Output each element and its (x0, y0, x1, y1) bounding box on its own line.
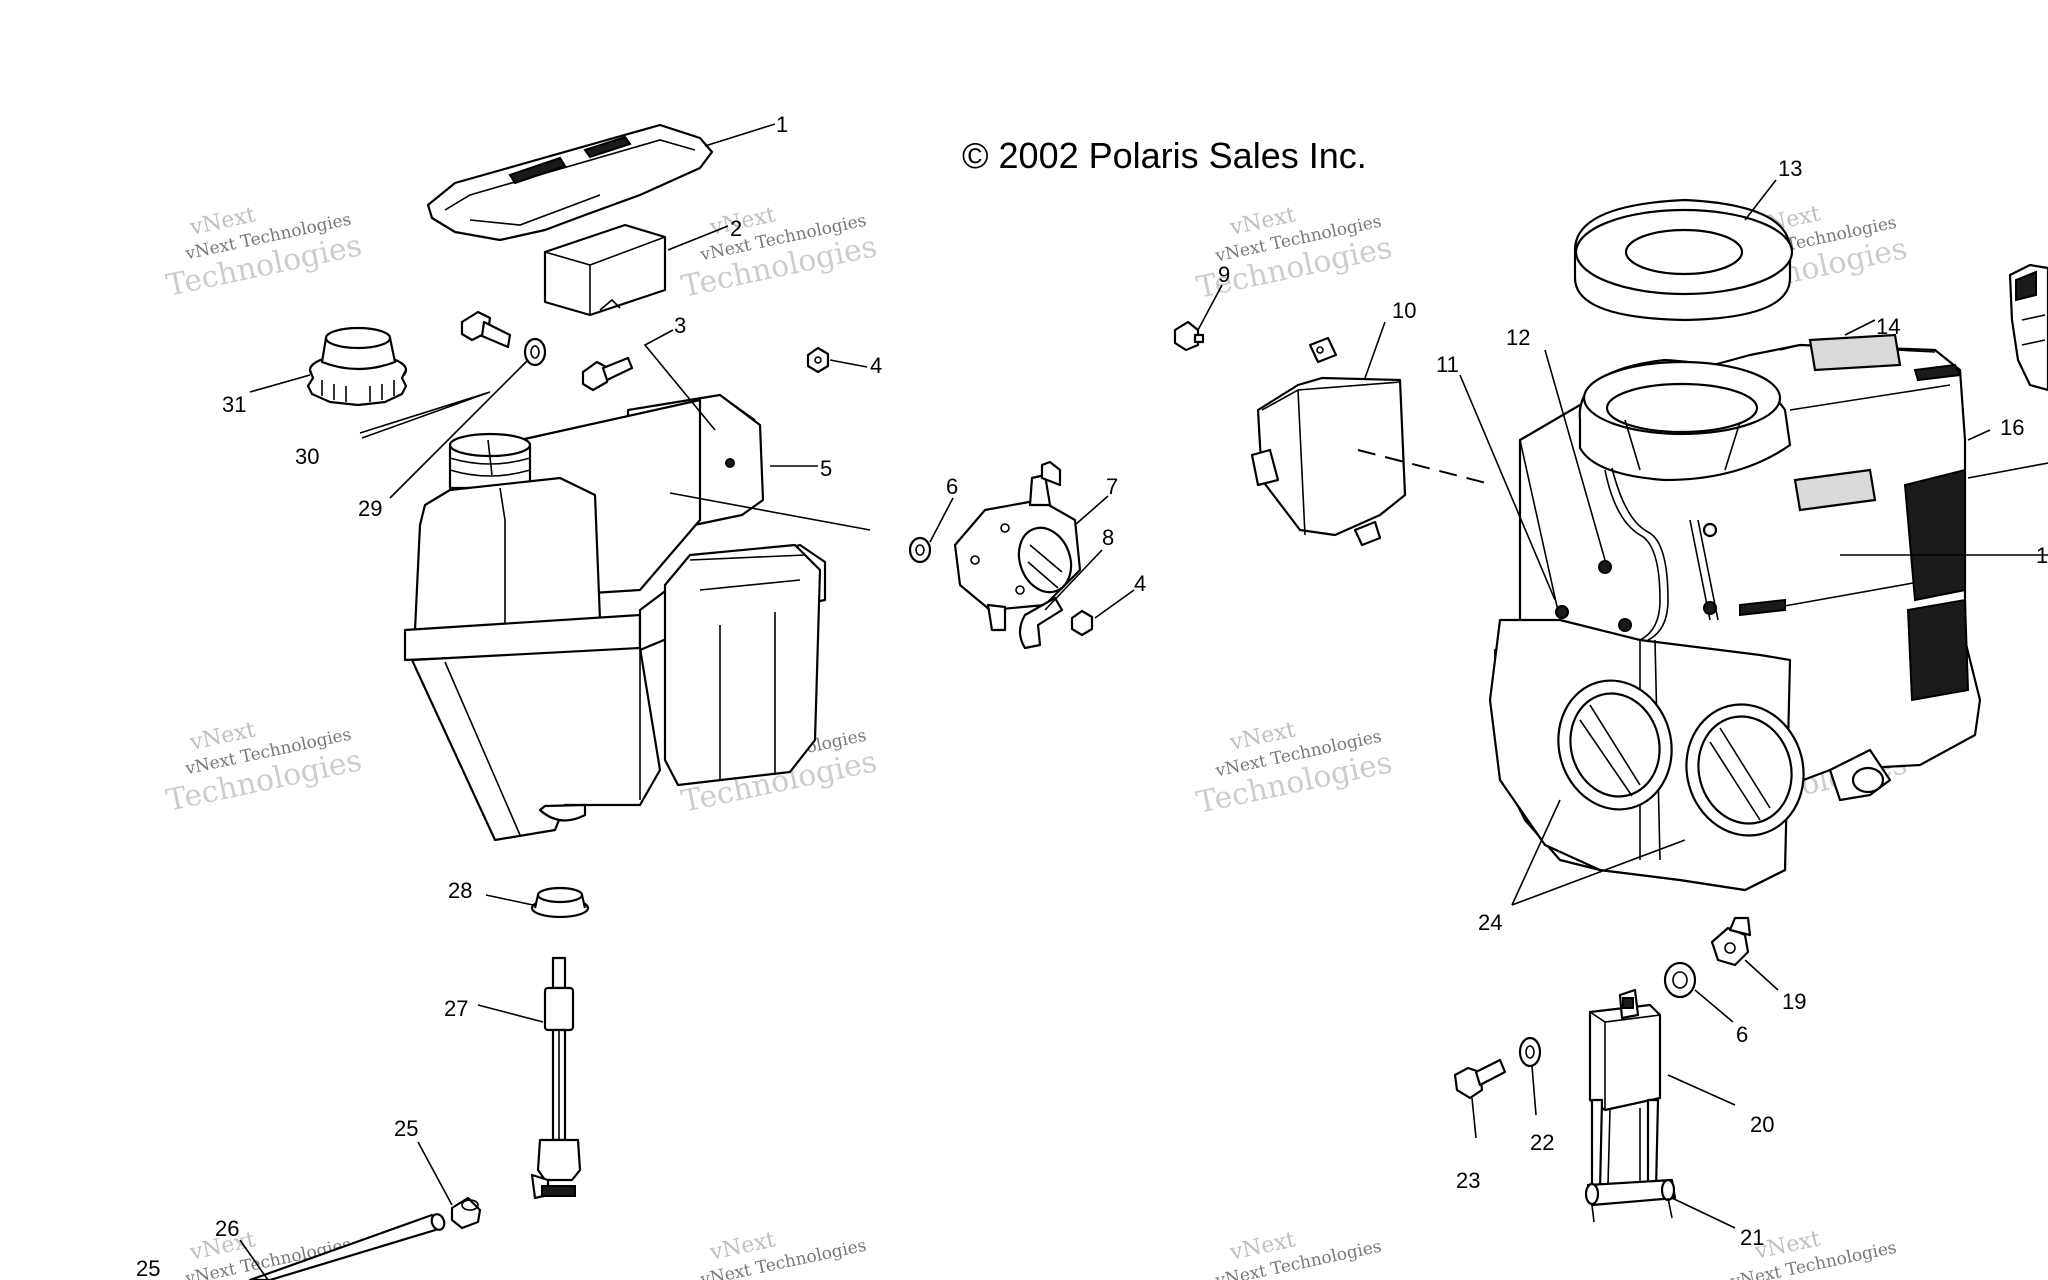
watermark-mid-right-center: vNext vNext Technologies Technologies (1194, 717, 1395, 820)
part-filler-cap (306, 326, 408, 407)
callout-labels: 1 2 3 4 5 6 7 8 4 29 30 31 9 10 11 12 13… (136, 112, 2048, 1280)
watermark-bottom-left: vNext vNext Technologies (183, 1227, 353, 1280)
callout-27: 27 (444, 996, 468, 1021)
part-washer-29 (523, 337, 547, 367)
callout-6c: 6 (1736, 1022, 1748, 1047)
callout-31: 31 (222, 392, 246, 417)
watermark-top-center: vNext vNext Technologies Technologies (679, 202, 880, 304)
callout-22: 22 (1530, 1130, 1554, 1155)
part-oil-tank (403, 393, 827, 842)
callout-8: 8 (1102, 525, 1114, 550)
part-bolt-30 (460, 310, 512, 349)
callout-26: 26 (215, 1216, 239, 1241)
callout-11: 11 (1436, 352, 1459, 377)
callout-21: 21 (1740, 1225, 1764, 1250)
callout-13: 13 (1778, 156, 1802, 181)
part-bolt-3 (581, 356, 634, 392)
callout-4b: 4 (1134, 571, 1146, 596)
callout-24: 24 (1478, 910, 1502, 935)
part-washer-6-lower (1663, 961, 1697, 999)
watermark-top-right-center: vNext vNext Technologies Technologies (1194, 202, 1395, 305)
part-nut-4-upper (806, 346, 830, 374)
callout-25b: 25 (136, 1256, 160, 1280)
part-bolt-23 (1453, 1058, 1507, 1100)
part-tube-25 (450, 1196, 482, 1230)
callout-5: 5 (820, 456, 832, 481)
callout-9: 9 (1218, 262, 1230, 287)
copyright-notice: © 2002 Polaris Sales Inc. (962, 135, 1367, 176)
watermark-bottom-right-center: vNext vNext Technologies (1213, 1227, 1383, 1280)
callout-1: 1 (776, 112, 788, 137)
part-grommet-28 (530, 886, 590, 919)
part-airbox (1488, 333, 1982, 892)
part-washer-6-mid (908, 536, 932, 564)
callout-29: 29 (358, 496, 382, 521)
part-level-sensor-27 (530, 956, 582, 1200)
part-fitting-19 (1710, 916, 1752, 967)
part-edge-bracket (2008, 263, 2048, 392)
assembly-dash-line (1357, 449, 1491, 485)
part-washer-22 (1518, 1036, 1542, 1068)
watermark-bottom-center: vNext vNext Technologies (698, 1227, 868, 1280)
part-foam-ring-13 (1573, 198, 1794, 322)
callout-4: 4 (870, 353, 882, 378)
part-oil-fitting (953, 460, 1082, 632)
callout-30: 30 (295, 444, 319, 469)
part-strap-21 (1584, 1178, 1677, 1223)
part-mount-bracket-20 (1588, 988, 1662, 1192)
callout-2: 2 (730, 216, 742, 241)
part-fitting-9 (1173, 320, 1205, 352)
callout-14: 14 (1876, 314, 1900, 339)
leader-lines (239, 123, 2048, 1280)
callout-7: 7 (1106, 474, 1118, 499)
watermark-mid-left: vNext vNext Technologies Technologies (163, 717, 364, 818)
callout-20: 20 (1750, 1112, 1774, 1137)
part-ecu-module-10 (1250, 336, 1407, 547)
callout-23: 23 (1456, 1168, 1480, 1193)
callout-28: 28 (448, 878, 472, 903)
part-tank-cover (426, 123, 714, 242)
callout-16: 16 (2000, 415, 2024, 440)
callout-1-right: 1 (2036, 543, 2048, 568)
callout-19: 19 (1782, 989, 1806, 1014)
callout-10: 10 (1392, 298, 1416, 323)
callout-12: 12 (1506, 325, 1530, 350)
part-nut-4-lower (1070, 609, 1094, 637)
callout-25: 25 (394, 1116, 418, 1141)
part-foam-block (543, 223, 667, 317)
callout-3: 3 (674, 313, 686, 338)
part-clamp-8 (1018, 596, 1064, 650)
part-hose-26 (248, 1213, 446, 1280)
watermark-top-left: vNext vNext Technologies Technologies (163, 202, 364, 303)
callout-6: 6 (946, 474, 958, 499)
